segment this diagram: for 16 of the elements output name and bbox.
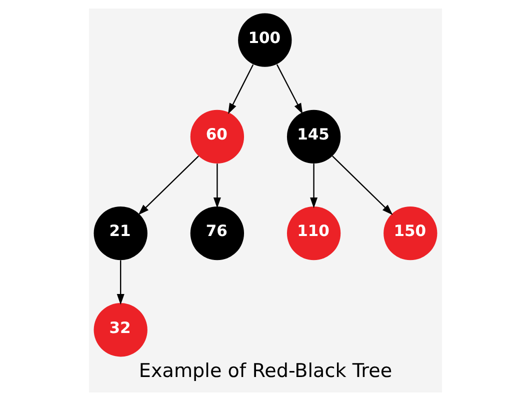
node-circle: 76: [190, 206, 244, 260]
caption: Example of Red-Black Tree: [138, 360, 392, 382]
arrow: [310, 164, 318, 208]
arrow: [332, 156, 392, 215]
node-circle: 145: [286, 110, 340, 164]
node-circle: 32: [93, 303, 147, 357]
node-circle: 21: [93, 206, 147, 260]
node-circle: 60: [190, 110, 244, 164]
node-circle: 100: [238, 13, 292, 67]
arrow: [276, 64, 302, 114]
arrow: [116, 260, 124, 305]
node-circle: 110: [286, 206, 340, 260]
arrow: [212, 164, 220, 208]
node-circle: 150: [383, 206, 437, 260]
arrow: [228, 64, 254, 114]
arrow: [138, 156, 198, 215]
